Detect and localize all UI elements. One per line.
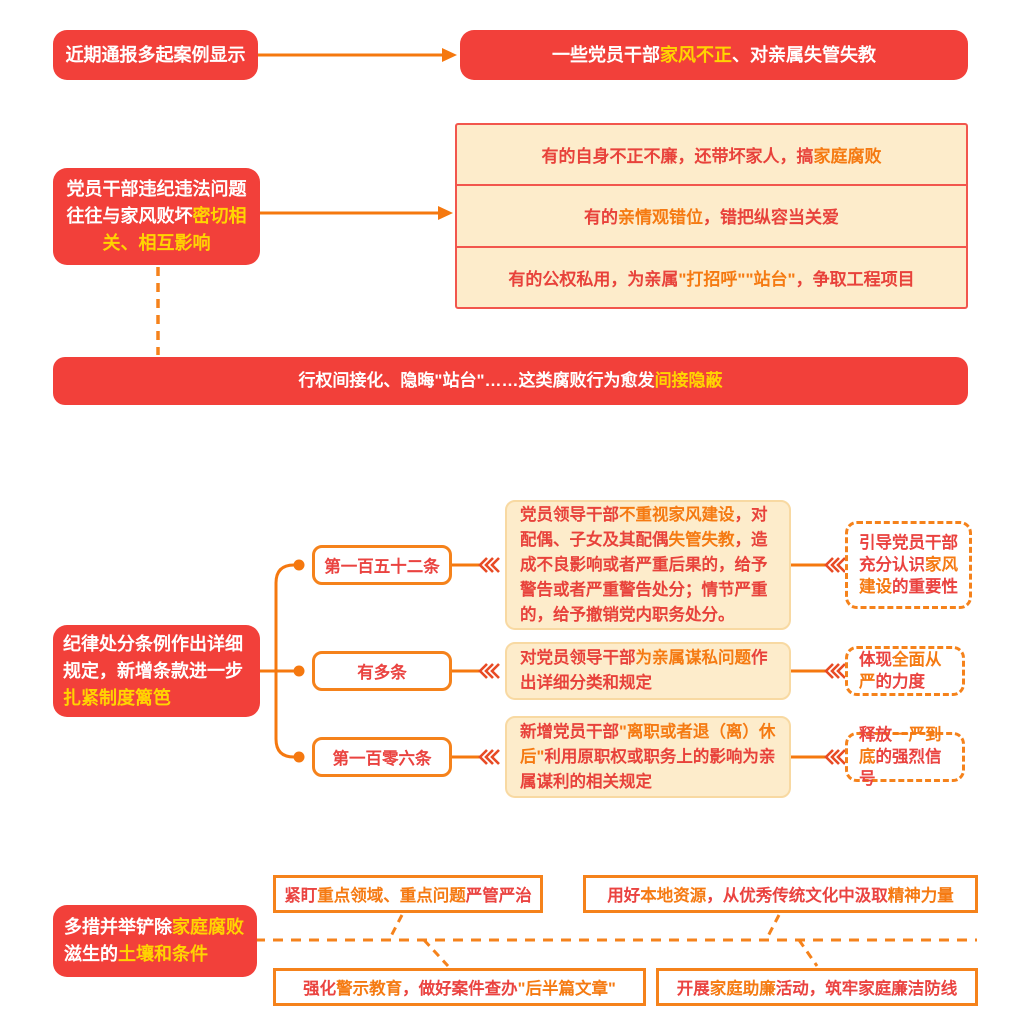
- dashed-branch-3: [764, 914, 781, 941]
- manifestation-text-3: 有的公权私用，为亲属"打招呼""站台"，争取工程项目: [508, 269, 915, 289]
- measure-box-1: 紧盯重点领域、重点问题严管严治: [273, 875, 543, 913]
- chevron-connector-labels: [452, 557, 500, 765]
- hidden-corruption-banner: 行权间接化、隐晦"站台"……这类腐败行为愈发间接隐蔽: [53, 357, 968, 405]
- arrow-cause-to-manifestations: [260, 206, 453, 220]
- multiple-articles-detail: 对党员领导干部为亲属谋私问题作出详细分类和规定: [505, 642, 791, 700]
- manifestation-text-2: 有的亲情观错位，错把纵容当关爱: [584, 208, 839, 228]
- multiple-articles-box: 有多条: [312, 651, 452, 691]
- article-106-note: 释放一严到底的强烈信号: [845, 726, 965, 788]
- article-106-note-text: 释放一严到底的强烈信号: [859, 726, 942, 788]
- multiple-articles-detail-text: 对党员领导干部为亲属谋私问题作出详细分类和规定: [520, 649, 768, 692]
- measure-box-2: 用好本地资源，从优秀传统文化中汲取精神力量: [583, 875, 978, 913]
- measures-lead-text: 多措并举铲除家庭腐败滋生的土壤和条件: [64, 917, 244, 964]
- case-result-box: 一些党员干部家风不正、对亲属失管失教: [460, 30, 968, 80]
- article-106-label: 第一百零六条: [332, 750, 432, 768]
- article-152-label: 第一百五十二条: [324, 558, 440, 576]
- dashed-branch-lines: [387, 914, 819, 968]
- regulation-intro-box: 纪律处分条例作出详细规定，新增条款进一步扎紧制度篱笆: [53, 625, 260, 717]
- article-106-box: 第一百零六条: [312, 737, 452, 777]
- measure-box-4: 开展家庭助廉活动，筑牢家庭廉洁防线: [656, 968, 978, 1006]
- manifestation-item-3: 有的公权私用，为亲属"打招呼""站台"，争取工程项目: [457, 245, 966, 307]
- manifestation-item-1: 有的自身不正不廉，还带坏家人，搞家庭腐败: [457, 125, 966, 184]
- manifestation-text-1: 有的自身不正不廉，还带坏家人，搞家庭腐败: [541, 147, 882, 167]
- measure-box-3: 强化警示教育，做好案件查办"后半篇文章": [273, 968, 646, 1006]
- chevron-connector-notes: [791, 557, 846, 765]
- discipline-cause-box: 党员干部违纪违法问题往往与家风败坏密切相关、相互影响: [53, 168, 260, 265]
- measures-lead-box: 多措并举铲除家庭腐败滋生的土壤和条件: [53, 905, 257, 977]
- article-106-detail: 新增党员干部"离职或者退（离）休后"利用原职权或职务上的影响为亲属谋利的相关规定: [505, 716, 791, 798]
- case-report-text: 近期通报多起案例显示: [65, 44, 246, 65]
- dashed-branch-2: [422, 938, 450, 968]
- case-report-box: 近期通报多起案例显示: [53, 30, 258, 80]
- article-152-box: 第一百五十二条: [312, 545, 452, 585]
- dashed-branch-4: [797, 939, 819, 967]
- case-result-text: 一些党员干部家风不正、对亲属失管失教: [552, 44, 876, 65]
- multiple-articles-label: 有多条: [357, 664, 407, 682]
- article-152-detail: 党员领导干部不重视家风建设，对配偶、子女及其配偶失管失教，造成不良影响或者严重后…: [505, 500, 791, 630]
- measure-text-1: 紧盯重点领域、重点问题严管严治: [284, 887, 532, 905]
- article-152-note: 引导党员干部充分认识家风建设的重要性: [845, 521, 972, 609]
- measure-text-4: 开展家庭助廉活动，筑牢家庭廉洁防线: [676, 980, 958, 998]
- hidden-corruption-text: 行权间接化、隐晦"站台"……这类腐败行为愈发间接隐蔽: [298, 371, 723, 391]
- article-152-detail-text: 党员领导干部不重视家风建设，对配偶、子女及其配偶失管失教，造成不良影响或者严重后…: [520, 505, 768, 624]
- multiple-articles-note: 体现全面从严的力度: [845, 646, 965, 696]
- bracket-connector: [260, 559, 305, 763]
- dashed-branch-1: [387, 914, 404, 941]
- discipline-cause-text: 党员干部违纪违法问题往往与家风败坏密切相关、相互影响: [66, 179, 247, 253]
- measure-text-3: 强化警示教育，做好案件查办"后半篇文章": [303, 980, 616, 998]
- arrow-case-to-result: [258, 48, 457, 62]
- manifestation-item-2: 有的亲情观错位，错把纵容当关爱: [457, 184, 966, 245]
- manifestation-list: 有的自身不正不廉，还带坏家人，搞家庭腐败 有的亲情观错位，错把纵容当关爱 有的公…: [455, 123, 968, 309]
- article-152-note-text: 引导党员干部充分认识家风建设的重要性: [859, 534, 958, 596]
- article-106-detail-text: 新增党员干部"离职或者退（离）休后"利用原职权或职务上的影响为亲属谋利的相关规定: [520, 722, 776, 791]
- multiple-articles-note-text: 体现全面从严的力度: [859, 651, 942, 691]
- regulation-intro-text: 纪律处分条例作出详细规定，新增条款进一步扎紧制度篱笆: [63, 633, 243, 708]
- measure-text-2: 用好本地资源，从优秀传统文化中汲取精神力量: [607, 887, 954, 905]
